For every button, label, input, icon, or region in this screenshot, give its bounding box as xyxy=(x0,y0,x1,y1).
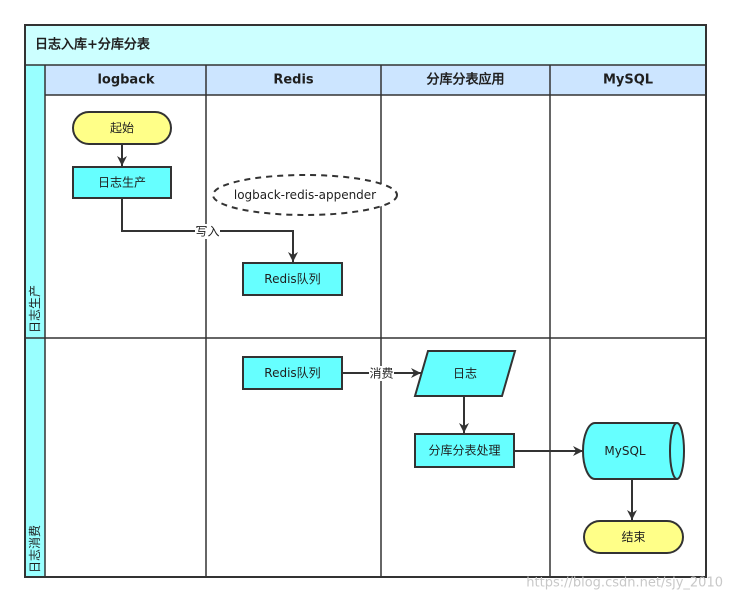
node-log: 日志 xyxy=(413,350,517,397)
node-redis-queue-read-label: Redis队列 xyxy=(264,365,320,380)
terminator-shape xyxy=(72,111,172,145)
node-log-produce-label: 日志生产 xyxy=(98,176,146,190)
edge-label-background xyxy=(369,366,394,381)
node-start-label: 起始 xyxy=(110,121,134,135)
node-start: 起始 xyxy=(72,111,172,145)
node-redis-queue-write-label: Redis队列 xyxy=(264,271,320,286)
node-redis-queue-read: Redis队列 xyxy=(242,356,343,390)
process-shape xyxy=(242,356,343,390)
pool-frame xyxy=(24,24,707,578)
node-shard-process: 分库分表处理 xyxy=(414,433,515,468)
node-log-produce: 日志生产 xyxy=(72,166,172,199)
lane-label-production: 日志生产 xyxy=(28,285,42,333)
terminator-shape xyxy=(583,520,684,554)
node-mysql: MySQL xyxy=(582,422,685,480)
process-shape xyxy=(72,166,172,199)
edge-label-consume: 消费 xyxy=(369,366,394,381)
edge-label-write: 写入 xyxy=(195,224,220,239)
column-header-mysql: MySQL xyxy=(603,73,653,88)
column-header-redis: Redis xyxy=(273,73,314,88)
column-header-sharding-app: 分库分表应用 xyxy=(426,72,504,88)
node-shard-process-label: 分库分表处理 xyxy=(428,443,500,458)
pool-title-bar xyxy=(25,25,706,65)
dashed-ellipse-shape xyxy=(212,174,398,216)
node-appender-label: logback-redis-appender xyxy=(234,188,376,202)
cylinder-face-curve xyxy=(669,422,678,480)
edge-label-write-text: 写入 xyxy=(195,225,219,239)
node-redis-queue-write: Redis队列 xyxy=(242,262,343,296)
lane-label-consumption: 日志消费 xyxy=(28,525,42,573)
swimlane-grid xyxy=(25,64,706,577)
edge-label-consume-text: 消费 xyxy=(369,367,393,381)
node-appender: logback-redis-appender xyxy=(212,174,398,216)
edge-label-background xyxy=(195,224,220,239)
parallelogram-shape xyxy=(413,350,517,397)
node-end-label: 结束 xyxy=(621,530,645,544)
lane-header-strip xyxy=(25,65,45,577)
column-header-logback: logback xyxy=(97,73,154,88)
process-shape xyxy=(242,262,343,296)
node-mysql-label: MySQL xyxy=(604,444,646,458)
node-log-label: 日志 xyxy=(453,367,477,381)
pool-title: 日志入库+分库分表 xyxy=(35,37,151,53)
column-header-row xyxy=(45,65,706,95)
node-end: 结束 xyxy=(583,520,684,554)
process-shape xyxy=(414,433,515,468)
watermark: https://blog.csdn.net/sjy_2010 xyxy=(526,576,723,591)
